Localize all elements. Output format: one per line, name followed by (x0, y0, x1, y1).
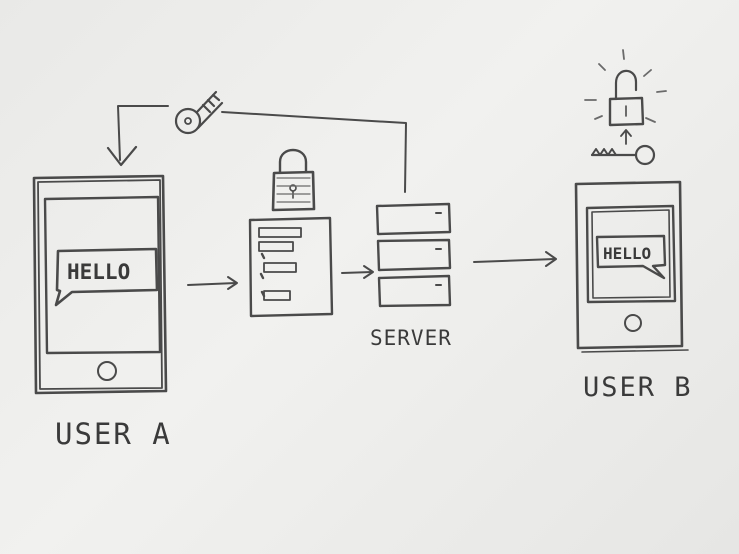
server-label: SERVER (370, 326, 452, 350)
user-b-label: USER B (583, 372, 693, 403)
server-icon (375, 202, 452, 308)
key-return-path (106, 105, 407, 193)
bubble-text-user-a: HELLO (67, 260, 130, 284)
home-button-icon (97, 361, 117, 381)
padlock-icon (271, 148, 316, 212)
arrow-icon (473, 251, 557, 267)
arrow-icon (341, 265, 374, 279)
phone-icon-user-a (32, 174, 168, 395)
phone-icon-user-b (574, 180, 689, 353)
key-icon (590, 144, 656, 166)
arrow-icon (187, 276, 238, 290)
key-icon (174, 90, 224, 135)
home-button-icon (624, 314, 642, 332)
document-icon (248, 216, 334, 318)
unlocked-padlock-icon (584, 49, 667, 145)
speech-bubble-user-b: HELLO (595, 234, 667, 280)
user-a-label: USER A (55, 417, 172, 451)
speech-bubble-user-a: HELLO (54, 247, 159, 307)
bubble-text-user-b: HELLO (603, 244, 651, 263)
